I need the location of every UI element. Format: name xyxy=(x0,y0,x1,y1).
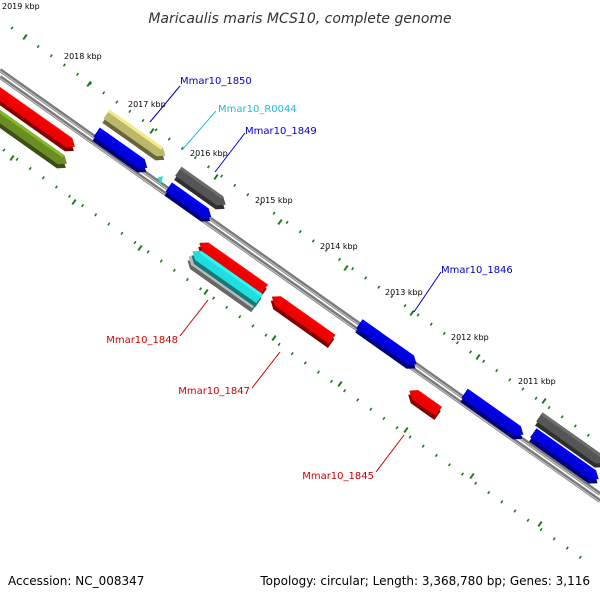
gene-olive-left-edge[interactable] xyxy=(0,95,71,173)
map-title: Maricaulis maris MCS10, complete genome xyxy=(148,11,451,27)
accession-text: Accession: NC_008347 xyxy=(8,574,145,588)
gene-label-mmar10-1849[interactable]: Mmar10_1849 xyxy=(245,126,317,137)
gene-mmar10-r0044[interactable] xyxy=(157,176,163,184)
gene-blue-right-edge[interactable] xyxy=(528,428,600,487)
gene-gray-2016[interactable] xyxy=(173,166,230,214)
gene-label-mmar10-1847[interactable]: Mmar10_1847 xyxy=(178,386,250,397)
kbp-label-2015: 2015 kbp xyxy=(255,196,293,205)
gene-mmar10-1848[interactable] xyxy=(194,238,269,298)
gene-mmar10-1850[interactable] xyxy=(91,127,152,177)
gene-mmar10-1846[interactable] xyxy=(354,319,421,373)
gene-blue-2011[interactable] xyxy=(459,388,528,444)
gene-label-mmar10-1848[interactable]: Mmar10_1848 xyxy=(106,335,178,346)
gene-label-mmar10-1845[interactable]: Mmar10_1845 xyxy=(302,471,374,482)
kbp-label-2017: 2017 kbp xyxy=(128,100,166,109)
kbp-tick-dots xyxy=(2,26,590,560)
kbp-label-2012: 2012 kbp xyxy=(451,333,489,342)
gene-mmar10-1847[interactable] xyxy=(266,292,336,348)
gene-label-mmar10-r0044[interactable]: Mmar10_R0044 xyxy=(218,104,297,115)
kbp-label-2018: 2018 kbp xyxy=(64,52,102,61)
major-ticks xyxy=(9,33,547,528)
kbp-label-2019: 2019 kbp xyxy=(2,2,40,11)
inner-tick-row xyxy=(2,148,582,560)
gene-labels: Mmar10_1850 Mmar10_R0044 Mmar10_1849 Mma… xyxy=(106,76,513,482)
kbp-label-2013: 2013 kbp xyxy=(385,288,423,297)
kbp-label-2011: 2011 kbp xyxy=(518,377,556,386)
kbp-labels: 2019 kbp 2018 kbp 2017 kbp 2016 kbp 2015… xyxy=(2,2,556,386)
kbp-label-2016: 2016 kbp xyxy=(190,149,228,158)
gene-label-mmar10-1846[interactable]: Mmar10_1846 xyxy=(441,265,513,276)
gene-features xyxy=(0,78,600,487)
gene-gray-2011[interactable] xyxy=(534,412,600,471)
gene-label-leaders xyxy=(149,85,442,473)
kbp-label-2014: 2014 kbp xyxy=(320,242,358,251)
gene-cyan[interactable] xyxy=(187,247,264,308)
gene-khaki[interactable] xyxy=(101,109,170,165)
outer-tick-row xyxy=(10,26,590,438)
gene-label-mmar10-1850[interactable]: Mmar10_1850 xyxy=(180,76,252,87)
topology-text: Topology: circular; Length: 3,368,780 bp… xyxy=(260,574,590,588)
gene-red-left-edge[interactable] xyxy=(0,78,79,156)
gene-mmar10-1849[interactable] xyxy=(163,182,215,226)
gene-mmar10-1845[interactable] xyxy=(404,386,443,421)
